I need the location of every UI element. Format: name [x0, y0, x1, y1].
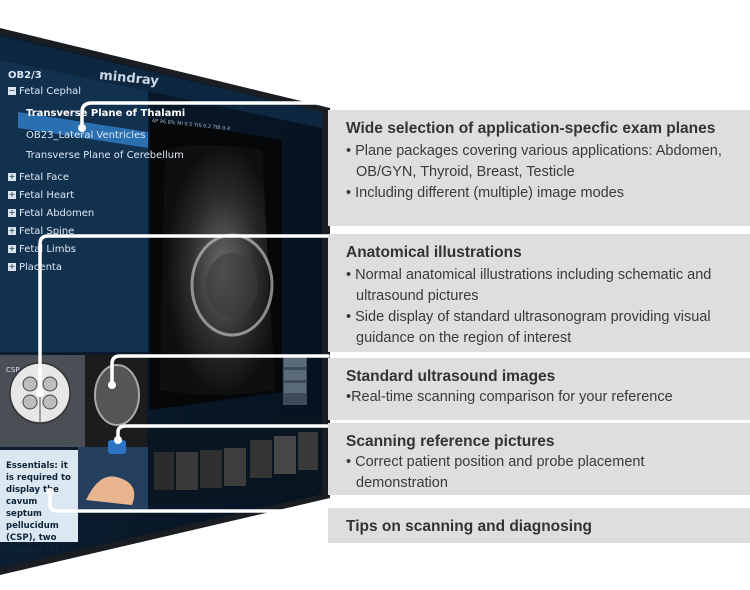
tree-group-fetal-cephal[interactable]: −Fetal Cephal	[8, 86, 81, 97]
panel-bullet: •Real-time scanning comparison for your …	[346, 389, 673, 405]
feature-panel-tips: Tips on scanning and diagnosing	[328, 508, 750, 543]
plane-tree-panel	[0, 60, 148, 352]
expand-icon[interactable]: +	[8, 208, 16, 217]
feature-panel-exam-planes: Wide selection of application-specfic ex…	[328, 110, 750, 226]
panel-bullet: • Side display of standard ultrasonogram…	[346, 309, 711, 346]
csp-label: CSP	[6, 366, 20, 374]
panel-bullet: • Normal anatomical illustrations includ…	[346, 267, 712, 304]
panel-bullet: • Including different (multiple) image m…	[346, 185, 625, 201]
panel-title: Standard ultrasound images	[346, 368, 556, 385]
tree-item-fetal-heart[interactable]: +Fetal Heart	[8, 190, 74, 201]
feature-panel-anatomical: Anatomical illustrations • Normal anatom…	[328, 234, 750, 352]
expand-icon[interactable]: +	[8, 244, 16, 253]
panel-bullet: • Correct patient position and probe pla…	[346, 454, 645, 491]
tree-item-label: Fetal Abdomen	[19, 208, 95, 219]
tree-item-fetal-spine[interactable]: +Fetal Spine	[8, 226, 74, 237]
tree-item-label: Fetal Face	[19, 172, 69, 183]
expand-icon[interactable]: +	[8, 190, 16, 199]
essentials-note: Essentials: it is required to display th…	[0, 450, 78, 555]
expand-icon[interactable]: +	[8, 172, 16, 181]
panel-title: Tips on scanning and diagnosing	[346, 518, 593, 535]
expand-icon[interactable]: +	[8, 262, 16, 271]
panel-title: Wide selection of application-specfic ex…	[346, 120, 716, 137]
panel-title: Anatomical illustrations	[346, 244, 522, 261]
tree-item-label: Fetal Heart	[19, 190, 75, 201]
feature-panel-scanning-reference: Scanning reference pictures • Correct pa…	[328, 423, 750, 495]
collapse-icon[interactable]: −	[8, 86, 16, 95]
tree-root[interactable]: OB2/3	[8, 70, 42, 81]
tree-item-label: Placenta	[19, 262, 62, 273]
tree-item-fetal-limbs[interactable]: +Fetal Limbs	[8, 244, 76, 255]
expand-icon[interactable]: +	[8, 226, 16, 235]
tree-item-cerebellum[interactable]: Transverse Plane of Cerebellum	[26, 150, 184, 161]
tree-item-label: Fetal Limbs	[19, 244, 77, 255]
tree-item-fetal-abdomen[interactable]: +Fetal Abdomen	[8, 208, 94, 219]
feature-panel-standard-images: Standard ultrasound images •Real-time sc…	[328, 358, 750, 420]
tree-item-lateral-ventricles[interactable]: OB23_Lateral Ventricles	[26, 130, 146, 141]
tree-item-label: Fetal Spine	[19, 226, 75, 237]
tree-item-fetal-face[interactable]: +Fetal Face	[8, 172, 69, 183]
panel-bullet: • Plane packages covering various applic…	[346, 143, 722, 180]
panel-title: Scanning reference pictures	[346, 433, 555, 450]
tree-item-thalami[interactable]: Transverse Plane of Thalami	[26, 108, 186, 119]
tree-item-placenta[interactable]: +Placenta	[8, 262, 62, 273]
tree-group-label: Fetal Cephal	[19, 86, 82, 97]
